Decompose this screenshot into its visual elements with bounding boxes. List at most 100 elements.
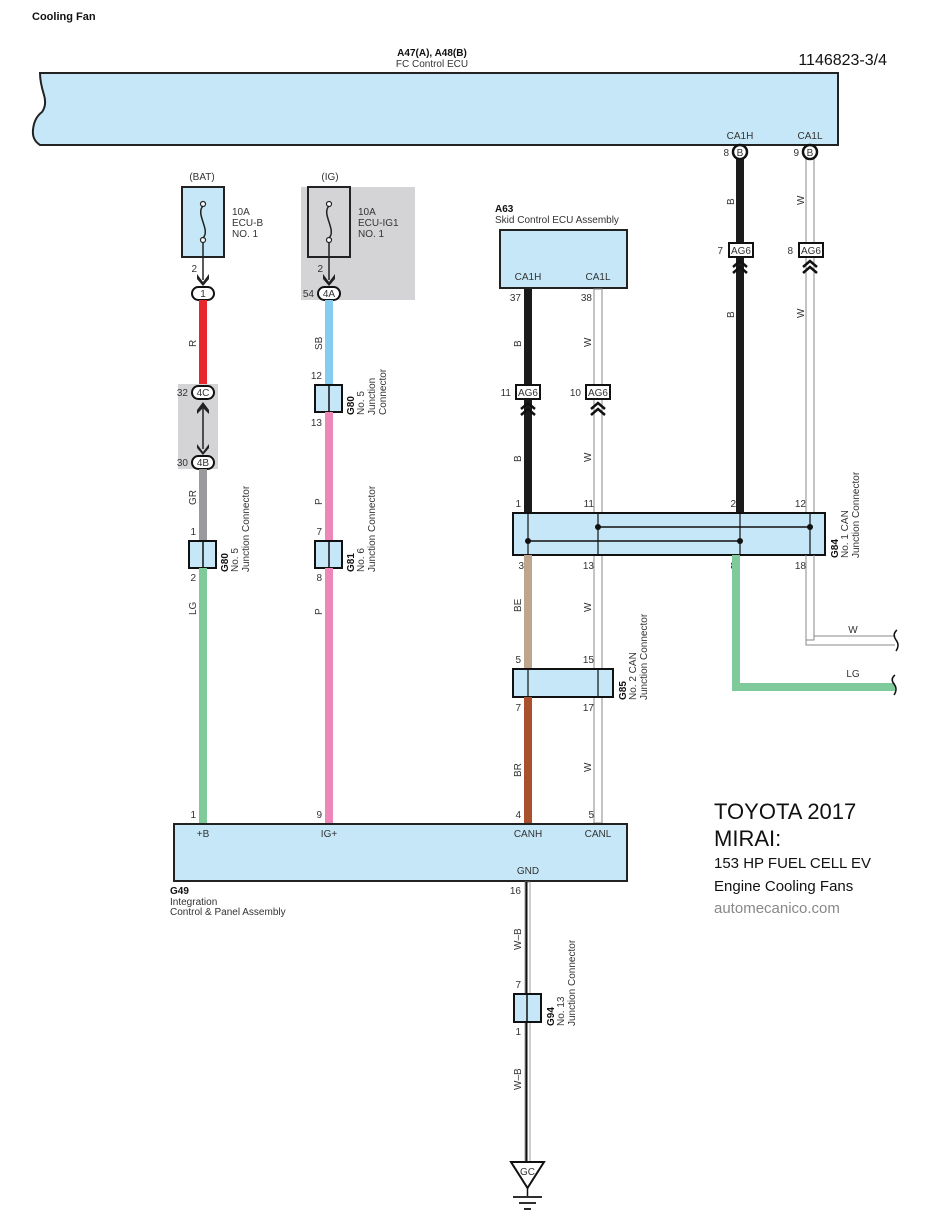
pin-label: CANL: [585, 829, 612, 840]
pin-number: 9: [793, 148, 799, 159]
wire-color-label: W: [796, 195, 807, 205]
junction-g84[interactable]: [512, 512, 826, 556]
connector-label: AG6: [731, 246, 751, 257]
wire-color-label: R: [188, 340, 199, 347]
pin-number: 18: [795, 561, 807, 572]
pin-number: 16: [510, 886, 522, 897]
connector-b-pin9[interactable]: [801, 143, 819, 161]
connector-b-pin8[interactable]: [731, 143, 749, 161]
wire-w-fc-ca1l: [805, 157, 815, 641]
fc-control-ecu-box[interactable]: [31, 72, 839, 146]
wire-br: [524, 697, 532, 824]
pin-number: 7: [515, 980, 521, 991]
pin-number: 7: [316, 527, 322, 538]
skid-control-ecu-box[interactable]: [499, 229, 628, 289]
fc-ecu-code: A47(A), A48(B): [397, 48, 467, 59]
fuse-rating: 10A: [358, 207, 376, 218]
pin-number: 32: [177, 388, 189, 399]
wire-color-label: GR: [188, 490, 199, 505]
pin-label: CA1H: [515, 272, 542, 283]
pin-number: 1: [515, 1027, 521, 1038]
junction-label: No. 2 CAN: [628, 652, 639, 700]
junction-label: Junction Connector: [639, 613, 650, 700]
fuse-number: NO. 1: [358, 229, 385, 240]
pin-number: 17: [583, 703, 595, 714]
pin-number: 13: [311, 418, 323, 429]
junction-label: Junction Connector: [851, 471, 862, 558]
wire-w-out: [805, 555, 895, 646]
pin-number: 8: [723, 148, 729, 159]
pin-number: 13: [583, 561, 595, 572]
connector-label: AG6: [588, 388, 608, 399]
connector-ag6-pin8[interactable]: [798, 242, 824, 258]
fc-ecu-pin-label-ca1h: CA1H: [727, 131, 754, 142]
ground-triangle: [509, 1161, 546, 1190]
wire-sb: [325, 300, 333, 386]
fuse-ig-source: (IG): [321, 172, 338, 183]
skid-ecu-name: Skid Control ECU Assembly: [495, 215, 619, 226]
connector-label: 4C: [197, 388, 210, 399]
arrow-up-icon: [197, 402, 209, 414]
pin-number: 1: [515, 499, 521, 510]
wire-r: [199, 300, 207, 385]
arrow-down-icon: [197, 444, 209, 455]
junction-code: G80: [220, 553, 231, 572]
pin-number: 7: [717, 246, 723, 257]
wire-color-label: LG: [846, 669, 860, 680]
ground-id: GC: [520, 1167, 535, 1178]
connector-b-label: B: [807, 148, 814, 159]
pin-number: 1: [190, 527, 196, 538]
wire-color-label: P: [314, 608, 325, 615]
chevron-up-icon: [732, 259, 748, 274]
pin-number: 12: [311, 371, 323, 382]
connector-label: AG6: [801, 246, 821, 257]
pin-number: 30: [177, 458, 189, 469]
wire-color-label: W: [848, 625, 858, 636]
junction-label: No. 6: [356, 548, 367, 572]
junction-label: No. 1 CAN: [840, 510, 851, 558]
pin-number: 15: [583, 655, 595, 666]
connector-ag6-pin11[interactable]: [515, 384, 541, 400]
pin-number: 8: [316, 573, 322, 584]
wire-b-fc-ca1h: [736, 158, 744, 513]
break-icon: [891, 674, 897, 696]
document-number: 1146823-3/4: [798, 52, 887, 69]
wire-color-label: B: [513, 340, 524, 347]
wire-color-label: B: [513, 455, 524, 462]
arrow-down-icon: [197, 274, 209, 286]
caption-system: Engine Cooling Fans: [714, 878, 853, 895]
g49-label: Control & Panel Assembly: [170, 907, 286, 918]
fuse-rating: 10A: [232, 207, 250, 218]
arrow-down-icon: [323, 274, 335, 286]
wire-lg-out: [732, 555, 895, 691]
wire-color-label: LG: [188, 601, 199, 615]
connector-4c[interactable]: [191, 385, 215, 400]
wire-color-label: W: [796, 308, 807, 318]
pin-label: GND: [517, 866, 539, 877]
caption-model: MIRAI:: [714, 826, 781, 851]
caption-website[interactable]: automecanico.com: [714, 900, 840, 917]
g49-integration-panel-box[interactable]: [173, 823, 628, 882]
junction-label: Junction Connector: [567, 939, 578, 1026]
wire-p: [325, 412, 333, 541]
fuse-icon: [200, 205, 206, 239]
connector-ag6-pin10[interactable]: [585, 384, 611, 400]
junction-label: Junction: [367, 378, 378, 415]
fuse-name: ECU-IG1: [358, 218, 399, 229]
junction-g85[interactable]: [512, 668, 614, 698]
connector-ag6-pin7[interactable]: [728, 242, 754, 258]
pin-number: 5: [515, 655, 521, 666]
pin-number: 38: [581, 293, 593, 304]
pin-number: 12: [795, 499, 807, 510]
wire-p: [325, 568, 333, 824]
wire-color-label: W: [583, 602, 594, 612]
junction-code: G84: [830, 539, 841, 558]
fuse-name: ECU-B: [232, 218, 263, 229]
skid-ecu-code: A63: [495, 204, 514, 215]
caption-powertrain: 153 HP FUEL CELL EV: [714, 855, 871, 872]
chevron-up-icon: [802, 259, 818, 274]
pin-number: 11: [584, 499, 595, 510]
wire-color-label: SB: [314, 336, 325, 350]
junction-code: G94: [546, 1007, 557, 1026]
fc-ecu-name: FC Control ECU: [396, 59, 468, 70]
